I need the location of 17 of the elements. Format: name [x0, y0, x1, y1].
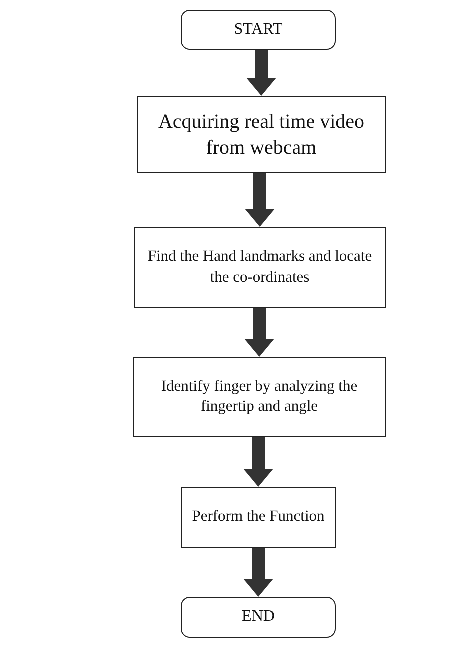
process-box [133, 357, 386, 437]
step-label: Acquiring real time video from webcam [157, 110, 366, 160]
process-box [137, 96, 386, 173]
step-label: END [242, 607, 275, 628]
process-box [181, 487, 336, 548]
terminal-box [181, 597, 336, 638]
process-box [134, 227, 386, 308]
step-label: Find the Hand landmarks and locate the co-ordinates [146, 247, 374, 288]
step-label: START [234, 20, 283, 40]
step-label: Perform the Function [192, 507, 325, 528]
arrow [245, 173, 275, 227]
arrow [246, 50, 276, 96]
arrow [244, 308, 274, 357]
arrow [244, 548, 274, 597]
arrow [244, 437, 274, 487]
step-label: Identify finger by analyzing the fingertip and angle [160, 376, 359, 417]
terminal-box [181, 10, 336, 50]
